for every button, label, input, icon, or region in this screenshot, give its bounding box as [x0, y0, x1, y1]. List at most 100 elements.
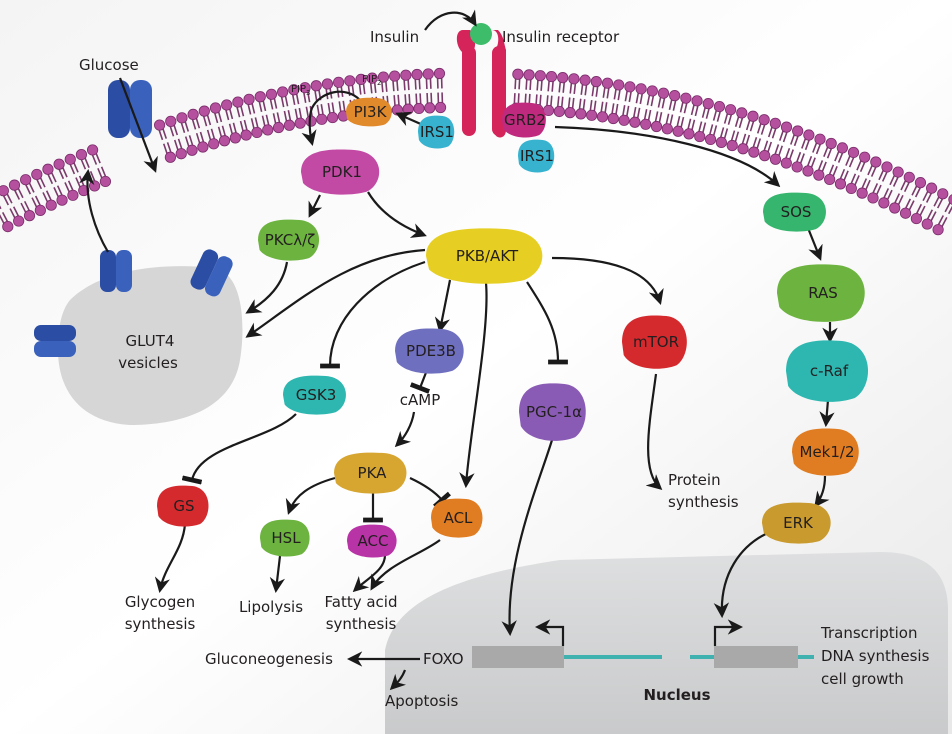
edge-irs1-pi3k	[395, 111, 424, 127]
phospholipid	[867, 161, 893, 204]
phospholipid	[672, 92, 692, 137]
phospholipid	[575, 74, 591, 120]
phospholipid	[254, 91, 274, 136]
phospholipid	[845, 151, 871, 195]
protein-node-pde3b: PDE3B	[395, 328, 464, 374]
phospholipid	[704, 101, 726, 146]
edge-pka-acl	[409, 477, 452, 509]
protein-node-irs1a: IRS1	[418, 115, 455, 149]
glut-transporter-membrane	[108, 80, 152, 138]
phospholipid	[0, 185, 25, 227]
phospholipid	[154, 119, 176, 163]
phospholipid	[31, 168, 57, 211]
protein-label: IRS1	[420, 123, 454, 141]
phospholipid	[899, 177, 927, 219]
phospholipid	[411, 68, 425, 115]
phospholipid	[629, 83, 647, 128]
edge-akt-pgc1a	[526, 281, 568, 365]
glut-transporter-vesicle-3	[34, 325, 76, 357]
transcription-start-arrow-left	[534, 619, 565, 646]
phospholipid	[824, 142, 848, 186]
protein-shape	[260, 519, 310, 557]
phospholipid	[856, 156, 882, 199]
label-dna-synthesis: DNA synthesis	[821, 647, 930, 665]
edge-pgc1a-nucleus	[501, 439, 554, 637]
protein-label: PDE3B	[406, 342, 456, 360]
protein-label: PI3K	[354, 103, 388, 121]
glut-transporter-vesicle-1	[100, 250, 132, 292]
phospholipid	[209, 102, 231, 147]
phospholipid	[607, 79, 625, 125]
label-camp: cAMP	[400, 391, 441, 409]
phospholipid	[769, 121, 793, 165]
phospholipid	[221, 99, 241, 144]
phospholipid	[20, 174, 46, 216]
phospholipid	[748, 114, 770, 158]
edge-sos-ras	[806, 227, 823, 261]
label-foxo: FOXO	[423, 650, 464, 668]
phospholipid	[834, 146, 860, 190]
protein-node-ras: RAS	[777, 264, 865, 322]
phospholipid	[661, 90, 681, 135]
protein-shape	[786, 340, 869, 402]
protein-node-akt: PKB/AKT	[426, 228, 543, 284]
phospholipid	[780, 125, 804, 169]
edge-akt-glut4	[245, 248, 426, 338]
protein-shape	[502, 102, 546, 138]
transcription-start-arrow-right	[713, 619, 744, 646]
phospholipid	[433, 67, 447, 114]
label-pip3: PIP3	[291, 84, 310, 97]
phospholipid	[759, 117, 781, 162]
phospholipid	[553, 72, 569, 118]
edge-mek-erk	[814, 475, 830, 508]
label-vesicles: vesicles	[118, 354, 178, 372]
protein-node-grb2: GRB2	[502, 102, 546, 138]
protein-shape	[258, 219, 320, 261]
protein-shape	[395, 328, 464, 374]
phospholipid	[64, 153, 90, 197]
phospholipid	[0, 197, 14, 233]
protein-shape	[301, 149, 380, 195]
insulin-receptor	[456, 30, 506, 138]
protein-node-hsl: HSL	[260, 519, 310, 557]
phospholipid	[683, 95, 703, 140]
protein-shape	[347, 524, 397, 558]
edge-akt-gsk3	[320, 260, 426, 369]
phospholipid	[618, 81, 636, 126]
edge-gs-glycogen	[154, 523, 187, 594]
protein-label: mTOR	[633, 333, 679, 351]
protein-node-gs: GS	[157, 485, 209, 527]
protein-node-sos: SOS	[763, 192, 826, 232]
phospholipid	[694, 98, 714, 143]
protein-label: RAS	[808, 284, 838, 302]
gene-box-erk	[714, 646, 798, 668]
phospholipid	[86, 144, 112, 188]
label-insulin: Insulin	[370, 28, 419, 46]
edge-pkc-glut4	[245, 261, 289, 314]
protein-label: PKB/AKT	[456, 247, 519, 265]
protein-shape	[157, 485, 209, 527]
phospholipid	[878, 166, 904, 209]
label-fatty-acid: Fatty acid	[325, 593, 398, 611]
protein-shape	[426, 228, 543, 284]
protein-node-pdk1: PDK1	[301, 149, 380, 195]
protein-label: HSL	[271, 529, 301, 547]
label-glucose: Glucose	[79, 56, 139, 74]
protein-shape	[622, 315, 687, 369]
edge-acl-fatty	[370, 539, 441, 591]
phospholipid	[176, 112, 198, 156]
protein-node-acc: ACC	[347, 524, 397, 558]
edge-insulin-receptor	[424, 9, 477, 31]
phospholipid	[277, 86, 295, 131]
protein-node-acl: ACL	[431, 498, 483, 538]
protein-shape	[283, 375, 346, 415]
label-protein: Protein	[668, 471, 721, 489]
protein-shape	[519, 383, 586, 441]
edge-akt-mtor	[551, 256, 664, 305]
edge-craf-mek	[819, 399, 835, 428]
phospholipid	[791, 129, 815, 173]
label-apoptosis: Apoptosis	[385, 692, 459, 710]
phospholipid	[932, 194, 952, 236]
protein-node-pi3k: PI3K	[346, 97, 392, 127]
